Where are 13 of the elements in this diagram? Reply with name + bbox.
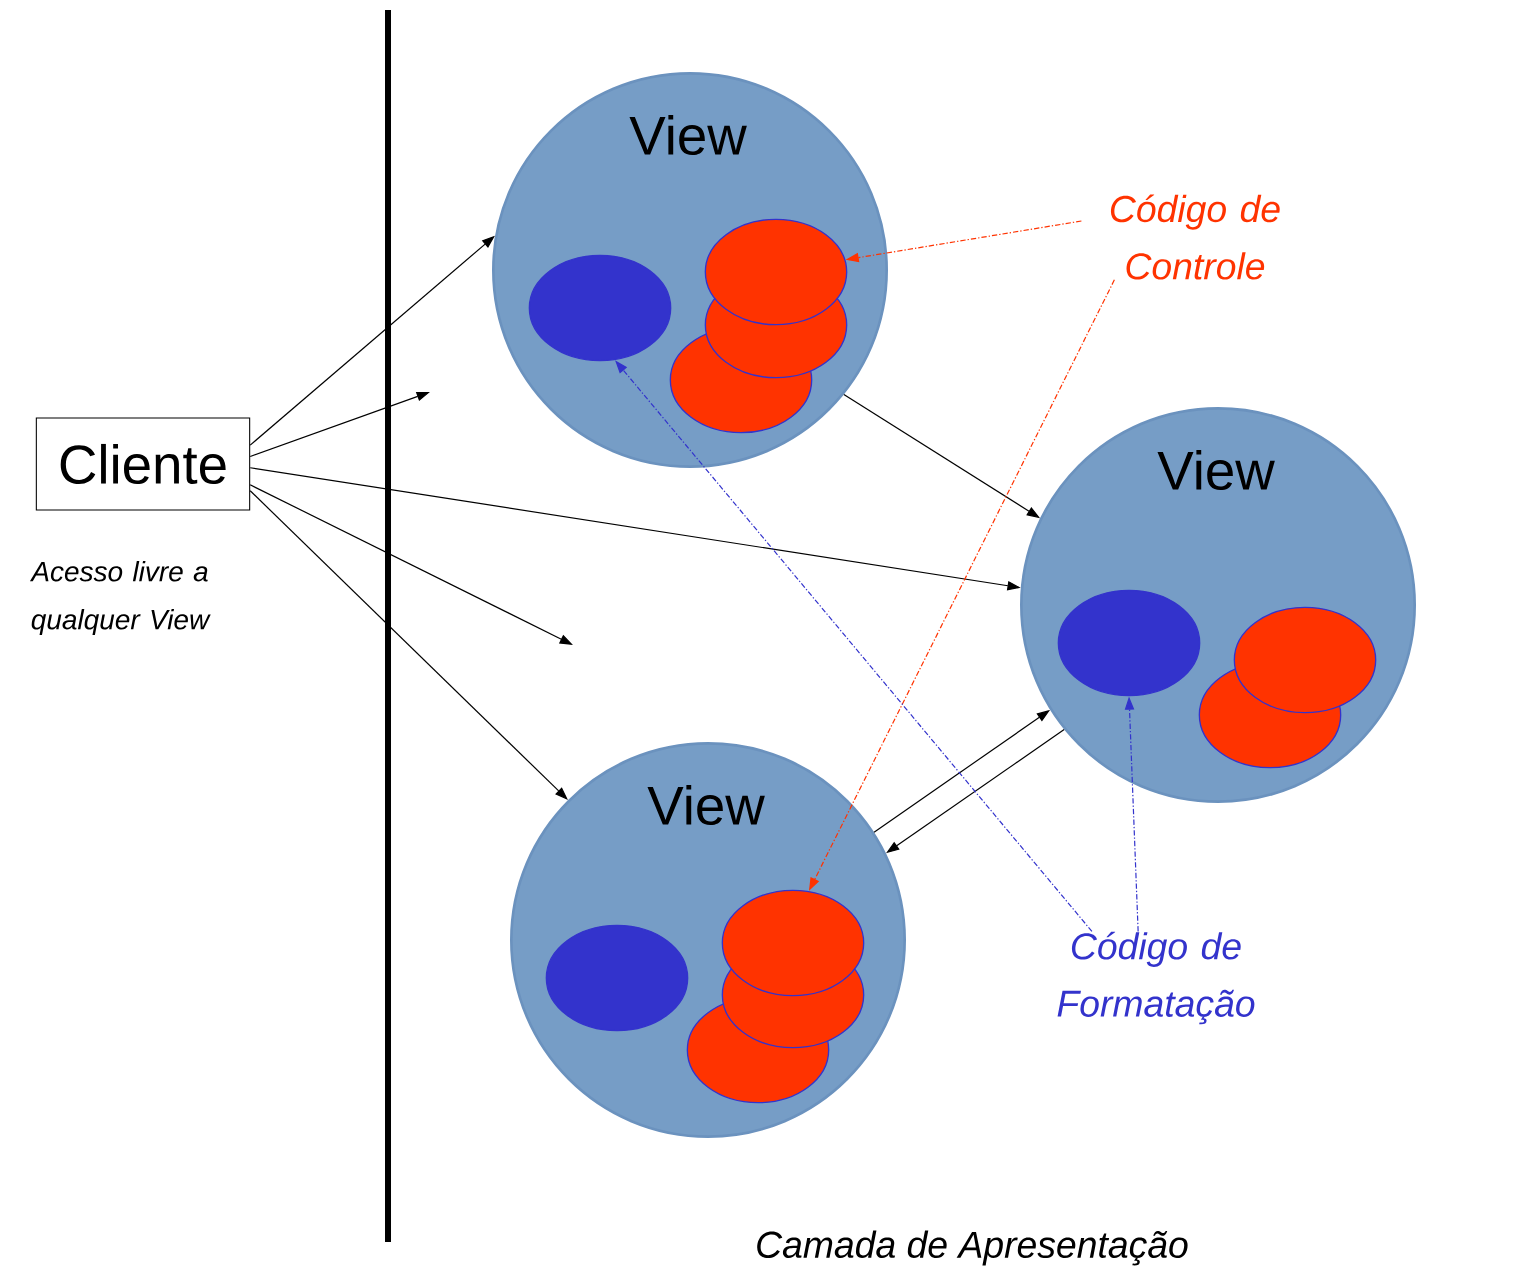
oval-shape <box>528 254 672 362</box>
caption-text: Camada de Apresentação <box>757 1230 1188 1266</box>
client-box: Cliente <box>35 417 251 511</box>
leader-line <box>615 360 1093 933</box>
oval-stack-drawing <box>669 218 848 434</box>
callout-text: Código de Controle <box>1110 194 1280 280</box>
callout-text: Código de Formatação <box>1057 931 1255 1025</box>
oval-stack-drawing <box>686 889 865 1104</box>
oval-shape <box>545 924 689 1032</box>
arrow <box>249 490 568 800</box>
oval-shape <box>1057 589 1201 697</box>
note-text: Acesso livre a qualquer View <box>29 560 211 636</box>
oval-stack-drawing <box>1198 606 1377 769</box>
